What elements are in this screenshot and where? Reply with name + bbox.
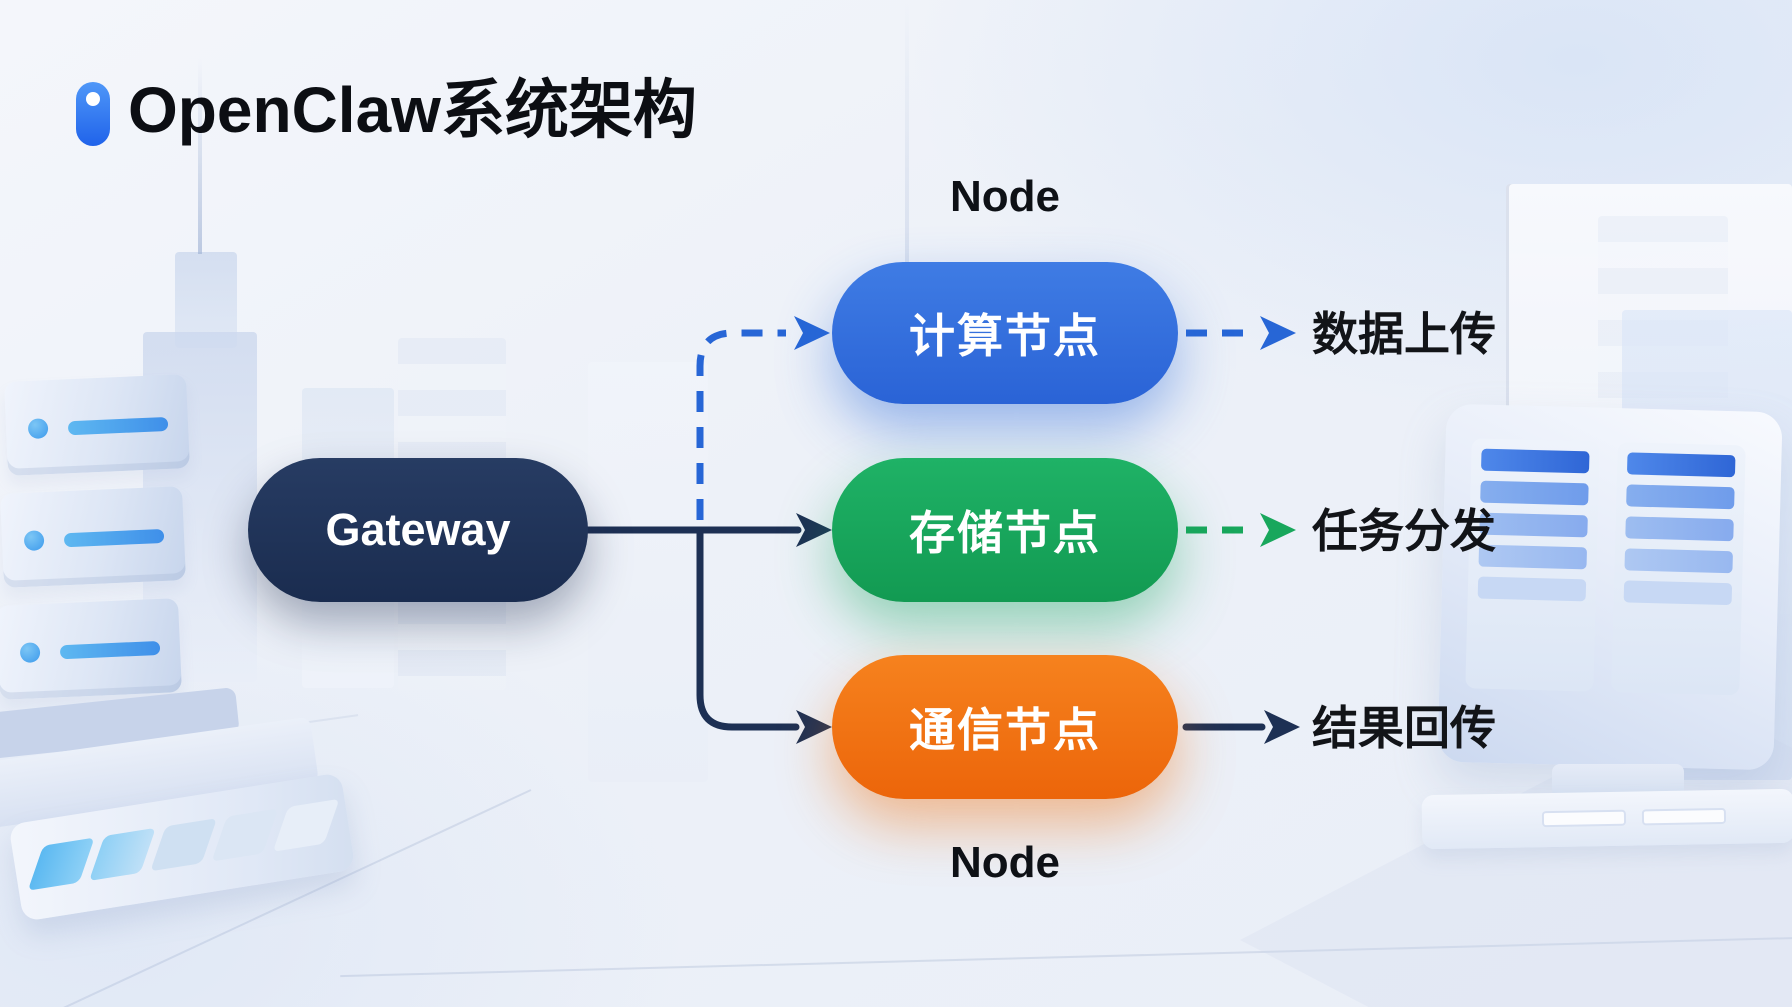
rack-bar bbox=[1477, 576, 1587, 602]
server-unit bbox=[0, 486, 186, 588]
rack-column bbox=[1465, 438, 1600, 692]
outcome-label-task-dispatch: 任务分发 bbox=[1312, 505, 1496, 557]
keyboard-key bbox=[89, 827, 156, 881]
rack-bar bbox=[1625, 516, 1734, 542]
gateway-node: Gateway bbox=[248, 458, 588, 602]
cabinet-base bbox=[1421, 788, 1792, 850]
arrowhead-icon bbox=[796, 710, 832, 744]
rack-column bbox=[1611, 442, 1746, 696]
arrowhead-icon bbox=[1260, 316, 1296, 350]
outcome-label-data-upload: 数据上传 bbox=[1312, 308, 1496, 360]
storage-node: 存储节点 bbox=[832, 458, 1178, 602]
keyboard-key bbox=[150, 818, 218, 872]
keyboard-key bbox=[272, 798, 340, 852]
gateway-node-label: Gateway bbox=[325, 504, 511, 555]
skyline-antenna bbox=[905, 0, 909, 300]
skyline-antenna bbox=[198, 58, 202, 254]
rack-bar bbox=[1481, 448, 1590, 474]
node-group-label-bottom: Node bbox=[950, 838, 1060, 887]
comms-node: 通信节点 bbox=[832, 655, 1178, 799]
rack-bar bbox=[1623, 580, 1733, 606]
node-group-label-top: Node bbox=[950, 172, 1060, 221]
gateway-to-comms-connector bbox=[696, 526, 800, 731]
comms-node-label: 通信节点 bbox=[909, 704, 1101, 756]
keyboard-key bbox=[27, 837, 95, 891]
keyboard-key bbox=[211, 808, 279, 862]
server-led-icon bbox=[27, 418, 49, 439]
capsule-indicator-icon bbox=[76, 82, 110, 146]
rack-bar bbox=[1626, 484, 1735, 510]
vent-bar bbox=[1641, 807, 1727, 826]
rack-bar bbox=[1626, 452, 1736, 478]
arrowhead-icon bbox=[796, 513, 832, 547]
arrowhead-icon bbox=[1264, 710, 1300, 744]
server-slot-bar bbox=[63, 528, 165, 548]
arrowhead-icon bbox=[794, 316, 830, 350]
server-led-icon bbox=[19, 642, 41, 663]
server-slot-bar bbox=[67, 416, 169, 436]
gateway-to-compute-connector bbox=[696, 329, 786, 520]
compute-node: 计算节点 bbox=[832, 262, 1178, 404]
vent-bar bbox=[1541, 809, 1627, 828]
server-unit bbox=[0, 598, 182, 700]
server-unit bbox=[4, 374, 190, 476]
rack-bar bbox=[1624, 548, 1733, 574]
server-led-icon bbox=[23, 530, 45, 551]
compute-node-label: 计算节点 bbox=[909, 310, 1101, 362]
skyline-building bbox=[588, 362, 708, 782]
storage-node-label: 存储节点 bbox=[909, 507, 1101, 559]
arrowhead-icon bbox=[1260, 513, 1296, 547]
server-slot-bar bbox=[59, 640, 161, 660]
outcome-label-result-return: 结果回传 bbox=[1312, 702, 1496, 754]
page-title: OpenClaw系统架构 bbox=[128, 74, 697, 146]
